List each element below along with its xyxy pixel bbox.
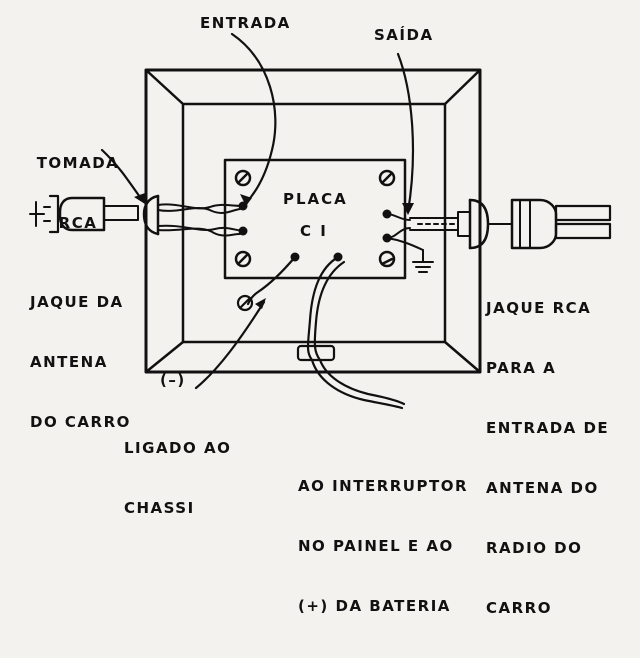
label-entrada: ENTRADA <box>200 14 291 32</box>
label-jaque-rca-line5: RADIO DO <box>486 539 583 557</box>
rca-socket-left <box>142 194 160 236</box>
label-jaque-rca-line2: PARA A <box>486 359 557 377</box>
power-cable <box>296 255 406 410</box>
antenna-jack-right <box>487 198 612 250</box>
label-jaque-rca-line3: ENTRADA DE <box>486 419 610 437</box>
ground-symbol <box>386 237 434 273</box>
label-jaque-antena: JAQUE DA ANTENA DO CARRO <box>30 252 131 472</box>
wiring-diagram <box>29 32 612 410</box>
output-wires <box>386 213 459 239</box>
chassis-ground-wire <box>236 255 297 312</box>
label-arrows <box>100 32 415 390</box>
screw-bottom-left <box>234 250 252 268</box>
label-ligado-chassi-line2: CHASSI <box>124 499 195 517</box>
screw-top-right <box>378 169 396 187</box>
label-interruptor-line2: NO PAINEL E AO <box>298 537 454 555</box>
label-saida: SAÍDA <box>374 26 434 44</box>
circuit-board <box>223 158 407 280</box>
rca-socket-right <box>457 198 490 250</box>
screw-top-left <box>234 169 252 187</box>
label-placa: PLACA <box>283 190 348 208</box>
label-jaque-antena-line1: JAQUE DA <box>30 293 124 311</box>
label-jaque-rca-line1: JAQUE RCA <box>486 299 592 317</box>
diagram-stage: ENTRADA SAÍDA TOMADA RCA PLACA C I JAQUE… <box>28 14 612 617</box>
label-jaque-rca-line4: ANTENA DO <box>486 479 599 497</box>
label-interruptor-line1: AO INTERRUPTOR <box>298 477 469 495</box>
label-jaque-antena-line3: DO CARRO <box>30 413 131 431</box>
label-jaque-rca-line6: CARRO <box>486 599 552 617</box>
input-wires <box>157 203 244 237</box>
label-interruptor: AO INTERRUPTOR NO PAINEL E AO (+) DA BAT… <box>298 436 468 656</box>
label-tomada-rca: TOMADA RCA <box>28 113 128 273</box>
label-interruptor-line3: (+) DA BATERIA <box>298 597 451 615</box>
label-negative: (–) <box>160 371 186 389</box>
arrow-heads <box>134 193 414 309</box>
label-ligado-chassi: LIGADO AO CHASSI <box>124 398 231 558</box>
label-tomada-rca-line2: RCA <box>58 214 98 232</box>
label-tomada-rca-line1: TOMADA <box>36 154 120 172</box>
label-jaque-rca: JAQUE RCA PARA A ENTRADA DE ANTENA DO RA… <box>486 258 609 658</box>
label-jaque-antena-line2: ANTENA <box>30 353 108 371</box>
antenna-jack-left <box>29 194 139 234</box>
label-ci: C I <box>300 222 328 240</box>
screw-bottom-right <box>378 250 396 268</box>
label-ligado-chassi-line1: LIGADO AO <box>124 439 232 457</box>
